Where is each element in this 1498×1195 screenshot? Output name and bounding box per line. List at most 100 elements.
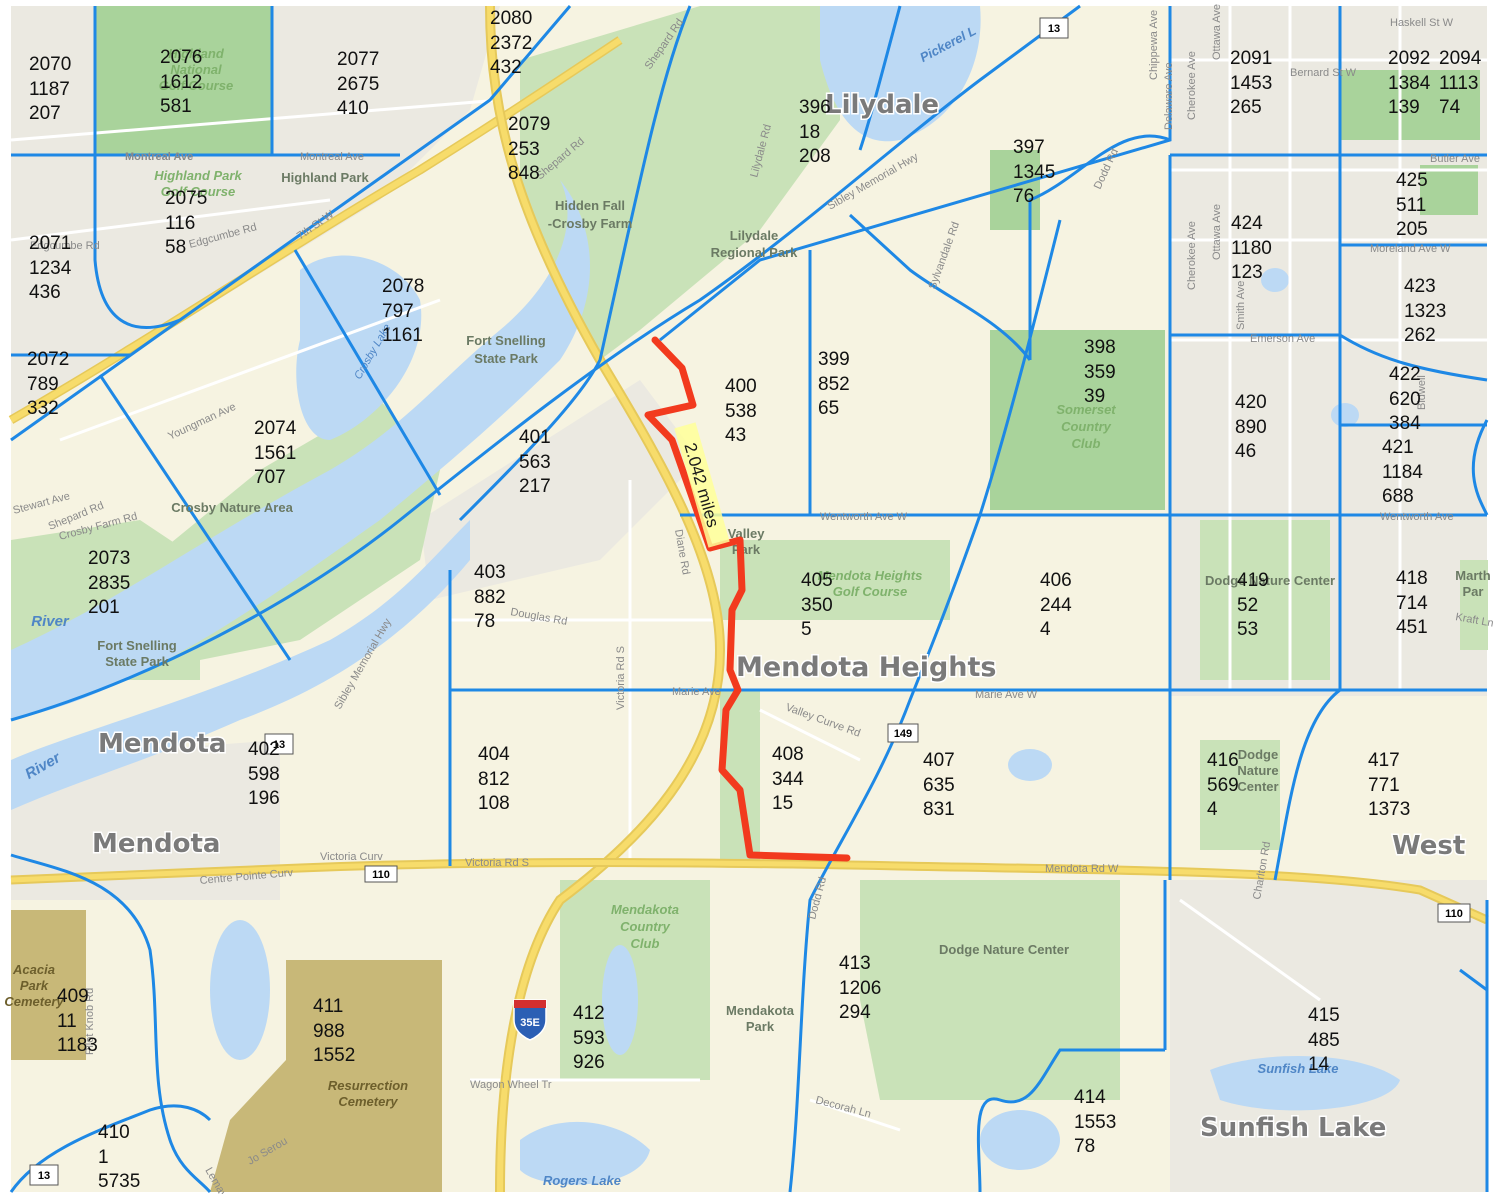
- street-label: Cherokee Ave: [1186, 51, 1198, 120]
- feature-label: Resurrection: [328, 1078, 408, 1093]
- shield-label: 35E: [520, 1017, 540, 1029]
- street-label: Haskell St W: [1390, 17, 1454, 29]
- feature-label: Highland: [168, 46, 225, 61]
- feature-label: Sunfish Lake: [1258, 1061, 1339, 1076]
- feature-label: Dodge Nature Center: [939, 942, 1069, 957]
- highway-shields: 13 13 149 110 110 13 35E: [29, 17, 1471, 1186]
- feature-label: Fort Snelling: [466, 333, 546, 348]
- feature-label: Lilydale: [730, 228, 778, 243]
- street-label: Mendota Rd W: [1045, 863, 1119, 875]
- place-label-mendota: Mendota: [92, 829, 220, 859]
- street-label: Bernard St W: [1290, 67, 1357, 79]
- street-label: Wagon Wheel Tr: [470, 1079, 552, 1091]
- shield-label: 13: [273, 739, 285, 751]
- feature-label: Golf Course: [161, 184, 235, 199]
- street-label: Wentworth Ave W: [820, 511, 908, 523]
- shield-label: 110: [372, 869, 390, 881]
- feature-label: Highland Park: [281, 170, 369, 185]
- street-label: Wentworth Ave: [1380, 511, 1454, 523]
- street-label: Montreal Ave: [125, 151, 193, 163]
- feature-label: Mendota Heights: [818, 568, 923, 583]
- route-line[interactable]: [644, 336, 851, 862]
- feature-label: Crosby Nature Area: [171, 500, 293, 515]
- feature-label: Club: [1072, 436, 1101, 451]
- shield-label: 13: [38, 1170, 50, 1182]
- place-label-sunfish-lake: Sunfish Lake: [1200, 1113, 1386, 1143]
- park-areas: [11, 6, 1488, 1100]
- water-bodies: [11, 6, 1400, 1185]
- cemetery-areas: [11, 910, 442, 1192]
- feature-label: Country: [620, 919, 671, 934]
- place-label-mendota-big: Mendota: [98, 729, 226, 759]
- street-label: Victoria Rd S: [615, 646, 627, 710]
- street-label: Emerson Ave: [1250, 333, 1315, 345]
- feature-label: Mendakota: [726, 1003, 795, 1018]
- shield-label: 149: [894, 728, 912, 740]
- feature-label: State Park: [105, 654, 169, 669]
- minor-streets: [10, 6, 1487, 1132]
- street-label: Victoria Rd S: [465, 857, 529, 869]
- shield-label: 13: [1048, 23, 1060, 35]
- street-label: Bidwell: [1416, 375, 1428, 410]
- street-label: Marie Ave: [672, 686, 721, 698]
- feature-label: Par: [1463, 584, 1484, 599]
- place-label-lilydale: Lilydale: [825, 90, 939, 120]
- feature-label: Fort Snelling: [97, 638, 177, 653]
- street-label: Smith Ave: [1235, 281, 1247, 330]
- street-label: Edgcumbe Rd: [30, 240, 100, 252]
- feature-label: Center: [1237, 779, 1278, 794]
- feature-label: Cemetery: [4, 994, 64, 1009]
- feature-label: Highland Park: [154, 168, 242, 183]
- feature-labels: Hidden Fall -Crosby Farm Lilydale Region…: [4, 23, 1490, 1188]
- street-label: Chippewa Ave: [1148, 10, 1160, 80]
- feature-label: Dodge: [1238, 747, 1278, 762]
- shield-label: 110: [1445, 908, 1463, 920]
- street-label: Cherokee Ave: [1186, 221, 1198, 290]
- place-label-mendota-heights: Mendota Heights: [736, 652, 997, 683]
- feature-label: Mendakota: [611, 902, 679, 917]
- feature-label: Regional Park: [711, 245, 798, 260]
- feature-label: Park: [20, 978, 49, 993]
- street-label: Moreland Ave W: [1370, 243, 1451, 255]
- place-label-west: West: [1392, 831, 1465, 861]
- street-label: Delaware Ave: [1163, 62, 1175, 130]
- feature-label: Dodge Nature Center: [1205, 573, 1335, 588]
- feature-label: National: [170, 62, 222, 77]
- feature-label: Park: [746, 1019, 775, 1034]
- street-label: Ottawa Ave: [1211, 204, 1223, 260]
- street-label: Butler Ave: [1430, 153, 1480, 165]
